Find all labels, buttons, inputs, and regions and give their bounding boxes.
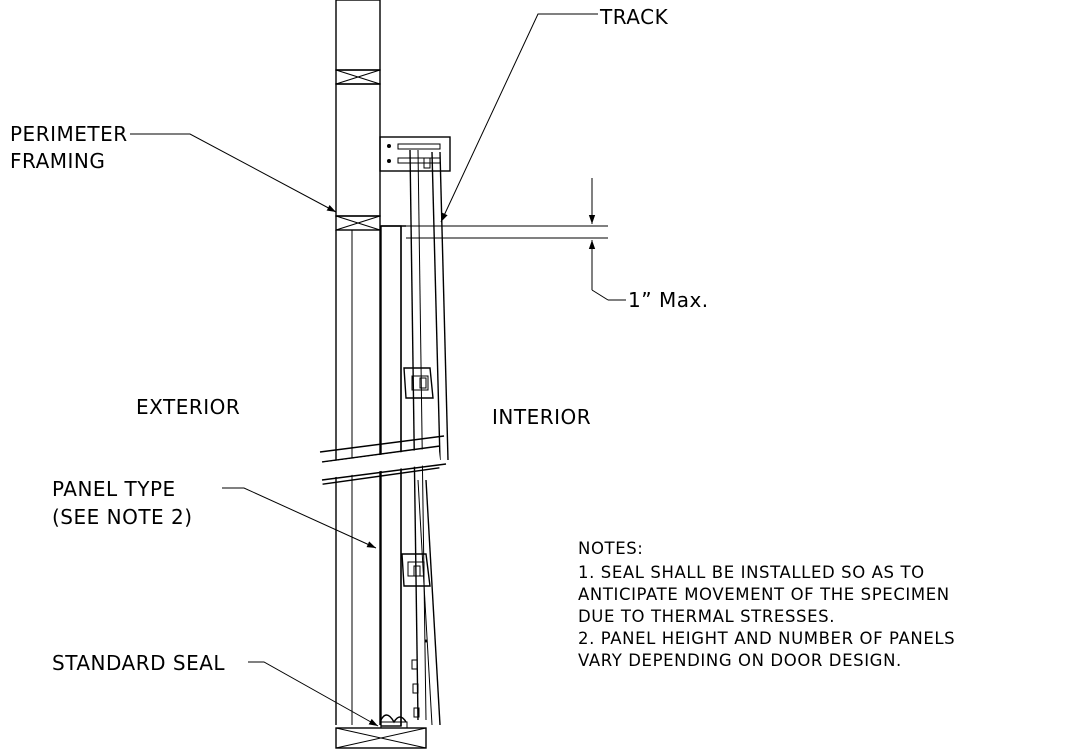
track-label: TRACK [599,5,669,29]
interior-label: INTERIOR [492,405,591,429]
gap-dimension [406,178,626,301]
panel-type-label-2: (SEE NOTE 2) [52,505,193,529]
leader-lines [130,13,598,727]
break-lines [319,435,447,485]
exterior-label: EXTERIOR [136,395,240,419]
perimeter-framing-label-1: PERIMETER [10,122,128,146]
notes-line-5: VARY DEPENDING ON DOOR DESIGN. [578,651,902,670]
notes-line-1: 1. SEAL SHALL BE INSTALLED SO AS TO [578,563,925,582]
panel-type-label-1: PANEL TYPE [52,477,176,501]
track [379,136,451,729]
perimeter-framing-label-2: FRAMING [10,149,105,173]
standard-seal-label: STANDARD SEAL [52,651,225,675]
notes-line-4: 2. PANEL HEIGHT AND NUMBER OF PANELS [578,629,955,648]
notes-heading: NOTES: [578,539,643,558]
perimeter-framing [335,0,427,749]
notes-line-3: DUE TO THERMAL STRESSES. [578,607,835,626]
dimension-label: 1” Max. [628,288,709,312]
notes-line-2: ANTICIPATE MOVEMENT OF THE SPECIMEN [578,585,950,604]
notes-block: NOTES: 1. SEAL SHALL BE INSTALLED SO AS … [578,539,955,670]
